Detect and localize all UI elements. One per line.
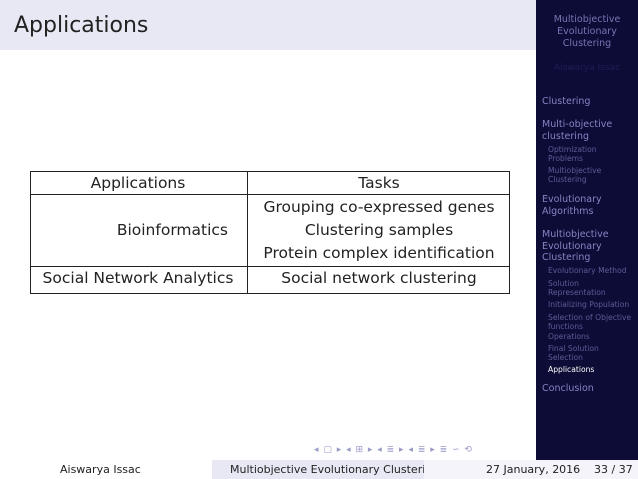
footer-date-box: 27 January, 2016 33 / 37 bbox=[424, 460, 638, 479]
sidebar-section-evolutionary-algorithms[interactable]: Evolutionary Algorithms bbox=[542, 194, 602, 217]
footer-author: Aiswarya Issac bbox=[60, 463, 141, 476]
table-header-tasks: Tasks bbox=[358, 174, 400, 192]
sidebar-section-conclusion[interactable]: Conclusion bbox=[542, 383, 594, 394]
footer-date: 27 January, 2016 bbox=[486, 463, 581, 476]
sidebar-subsection-initializing-population[interactable]: Initializing Population bbox=[548, 300, 630, 309]
sidebar-subsection-final-solution-selection[interactable]: Final Solution Selection bbox=[548, 344, 599, 362]
sidebar-section-clustering[interactable]: Clustering bbox=[542, 96, 591, 107]
sidebar-subsection-optimization-problems[interactable]: Optimization Problems bbox=[548, 145, 597, 163]
sidebar-subsection-solution-representation[interactable]: Solution Representation bbox=[548, 279, 606, 297]
table-rule-left bbox=[30, 171, 31, 294]
sidebar-subsection-evolutionary-method[interactable]: Evolutionary Method bbox=[548, 266, 627, 275]
table-rule-bottom bbox=[30, 293, 510, 294]
table-rule-top bbox=[30, 171, 510, 172]
sidebar-subsection-operations[interactable]: Operations bbox=[548, 332, 590, 341]
title-bar: Applications bbox=[0, 0, 536, 50]
sidebar-subsection-multiobjective-clustering[interactable]: Multiobjective Clustering bbox=[548, 166, 602, 184]
footer-page-number: 33 / 37 bbox=[594, 463, 633, 476]
table-header-applications: Applications bbox=[90, 174, 186, 192]
sidebar-author: Aiswarya Issac bbox=[553, 63, 621, 73]
table-cell-task: Clustering samples bbox=[304, 221, 454, 239]
table-cell-task: Grouping co-expressed genes bbox=[263, 198, 495, 216]
sidebar-navigation: Multiobjective Evolutionary Clustering A… bbox=[536, 0, 638, 460]
footer-title: Multiobjective Evolutionary Clustering bbox=[230, 463, 440, 476]
table-cell-task: Social network clustering bbox=[281, 269, 477, 287]
table-cell-application: Bioinformatics bbox=[116, 221, 228, 239]
sidebar-section-multi-objective-clustering[interactable]: Multi-objective clustering bbox=[542, 119, 613, 142]
footer-author-box: Aiswarya Issac bbox=[0, 460, 212, 479]
table-rule-middle bbox=[247, 171, 248, 294]
table-rule-row bbox=[30, 266, 510, 267]
applications-table: Applications Tasks Bioinformatics Groupi… bbox=[30, 171, 510, 294]
sidebar-title-line: Multiobjective bbox=[553, 14, 621, 25]
table-cell-task: Protein complex identification bbox=[263, 244, 495, 262]
sidebar-presentation-title[interactable]: Multiobjective Evolutionary Clustering bbox=[536, 14, 638, 50]
sidebar-section-multiobjective-evolutionary-clustering[interactable]: Multiobjective Evolutionary Clustering bbox=[542, 229, 609, 263]
sidebar-title-line: Evolutionary bbox=[557, 26, 617, 37]
table-rule-header bbox=[30, 194, 510, 195]
footer-bar: Aiswarya Issac Multiobjective Evolutiona… bbox=[0, 460, 638, 479]
sidebar-subsection-applications[interactable]: Applications bbox=[548, 365, 595, 374]
slide-title: Applications bbox=[14, 13, 149, 38]
sidebar-title-line: Clustering bbox=[562, 38, 612, 49]
table-rule-right bbox=[509, 171, 510, 294]
navigation-symbols[interactable]: ◂ ▢ ▸ ◂ ⊞ ▸ ◂ ≣ ▸ ◂ ≣ ▸ ≣ ∽ ⟲ bbox=[314, 445, 473, 455]
sidebar-subsection-selection-of-objective-functions[interactable]: Selection of Objective functions bbox=[548, 313, 632, 331]
footer-title-box: Multiobjective Evolutionary Clustering bbox=[212, 460, 439, 479]
table-cell-application: Social Network Analytics bbox=[42, 269, 234, 287]
